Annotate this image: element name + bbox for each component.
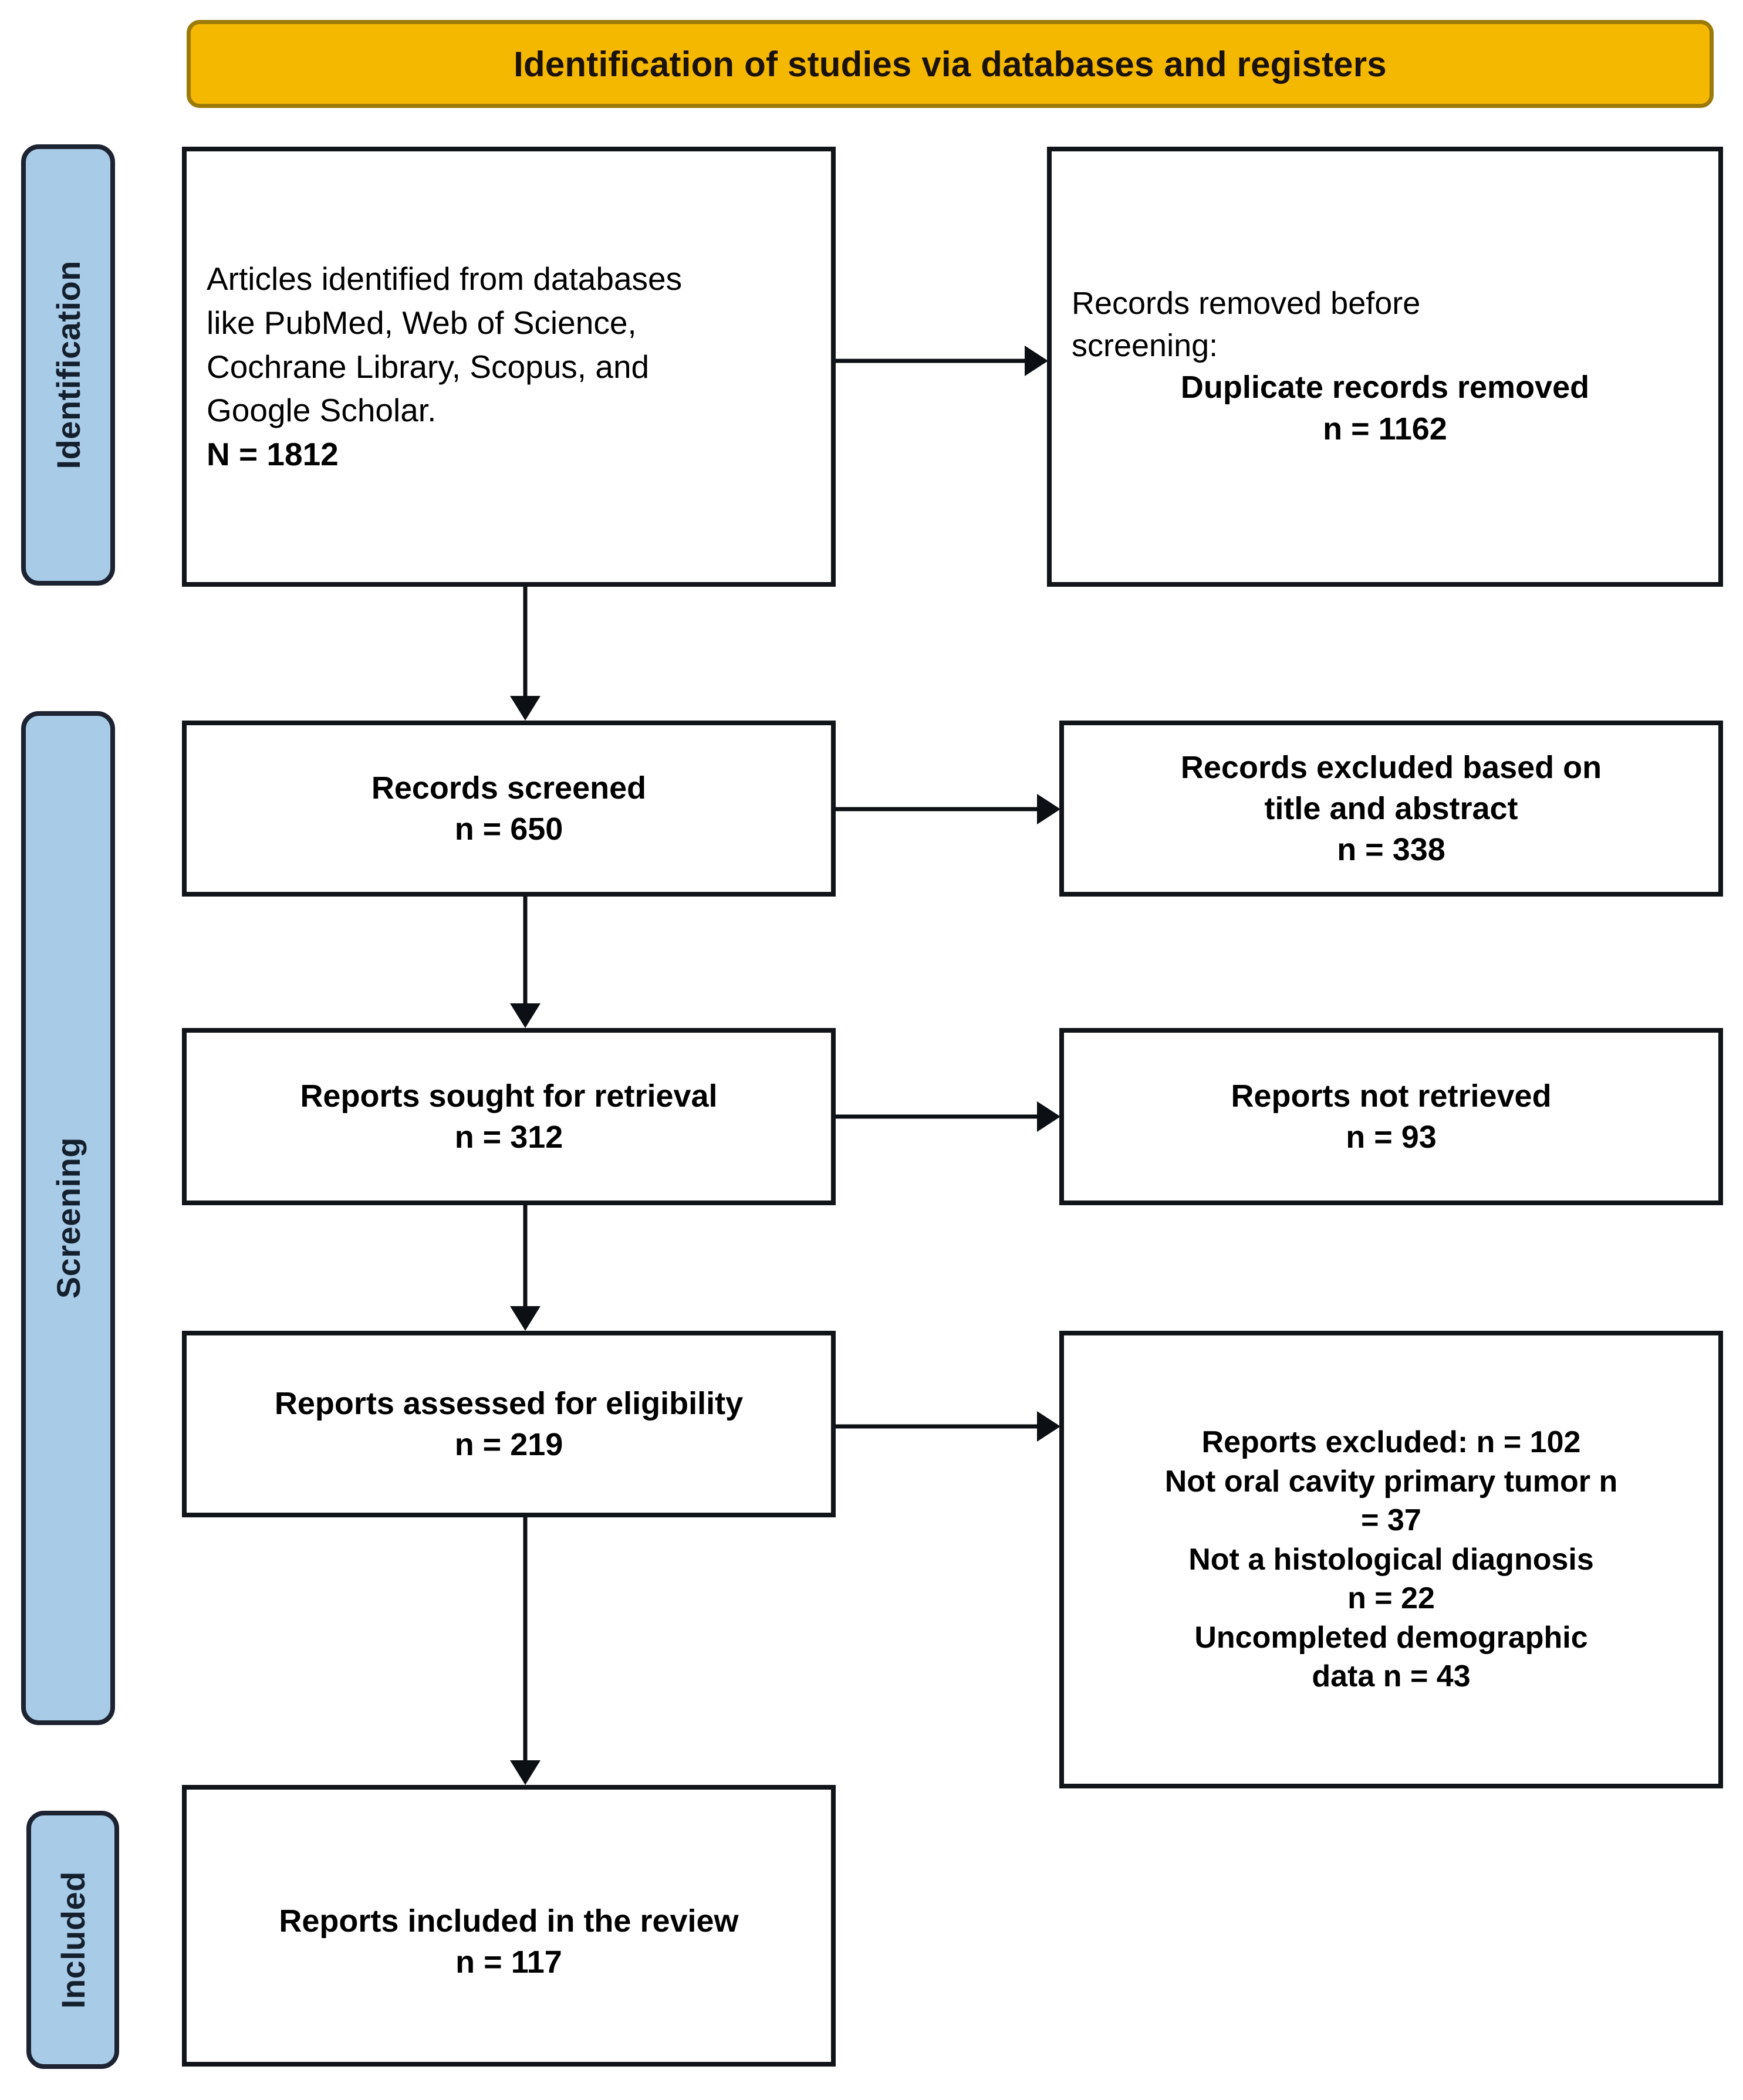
arrow-shaft [523,1205,528,1306]
reports-included-count: n = 117 [455,1945,562,1980]
reports-not-retrieved-count: n = 93 [1346,1120,1437,1155]
records-identified-line-2: like PubMed, Web of Science, [207,304,637,341]
records-removed-heading-line-1: Records removed before [1072,286,1421,322]
exclusion-reason-1-line-1: Not oral cavity primary tumor n [1164,1464,1618,1499]
phase-label-screening: Screening [21,711,115,1725]
arrow-head-down-icon [510,1003,541,1028]
diagram-header-banner: Identification of studies via databases … [187,20,1714,108]
box-records-excluded-title-abstract: Records excluded based on title and abst… [1059,721,1723,897]
exclusion-reason-3-line-1: Uncompleted demographic [1194,1620,1588,1655]
records-identified-line-1: Articles identified from databases [207,261,683,297]
arrow-shaft [523,587,528,696]
box-records-identified: Articles identified from databases like … [182,147,836,587]
reports-excluded-total: Reports excluded: n = 102 [1201,1425,1581,1460]
arrow-screened-to-excluded [836,793,1060,825]
arrow-identified-to-screened [505,587,546,721]
exclusion-reason-1-line-2: = 37 [1361,1503,1421,1538]
arrow-identified-to-removed [836,345,1048,377]
arrow-head-right-icon [1037,1101,1060,1132]
box-reports-excluded-with-reasons: Reports excluded: n = 102 Not oral cavit… [1059,1331,1723,1788]
exclusion-reason-2-line-2: n = 22 [1347,1581,1435,1616]
arrow-head-right-icon [1037,794,1060,824]
phase-label-identification: Identification [21,144,115,586]
phase-label-identification-text: Identification [49,261,87,469]
arrow-shaft [523,1517,528,1760]
arrow-sought-to-assessed [505,1205,546,1331]
records-screened-label: Records screened [371,770,647,806]
arrow-shaft [836,1424,1037,1429]
box-reports-included-in-review: Reports included in the review n = 117 [182,1785,836,2067]
reports-assessed-label: Reports assessed for eligibility [274,1385,744,1421]
phase-label-included-text: Included [54,1871,92,2009]
arrow-head-down-icon [510,1306,541,1331]
arrow-head-down-icon [510,696,541,721]
records-excluded-line-2: title and abstract [1264,790,1518,826]
reports-sought-label: Reports sought for retrieval [300,1078,718,1114]
box-reports-sought-for-retrieval: Reports sought for retrieval n = 312 [182,1028,836,1205]
arrow-head-down-icon [510,1760,541,1785]
reports-not-retrieved-label: Reports not retrieved [1231,1078,1552,1114]
reports-assessed-count: n = 219 [454,1427,563,1462]
box-reports-assessed-for-eligibility: Reports assessed for eligibility n = 219 [182,1331,836,1517]
exclusion-reason-2-line-1: Not a histological diagnosis [1188,1542,1594,1577]
duplicate-records-removed-count: n = 1162 [1323,411,1447,447]
phase-label-screening-text: Screening [49,1137,87,1299]
reports-sought-count: n = 312 [454,1120,563,1155]
exclusion-reason-3-line-2: data n = 43 [1312,1659,1471,1694]
arrow-shaft [523,897,528,1003]
box-reports-not-retrieved: Reports not retrieved n = 93 [1059,1028,1723,1205]
duplicate-records-removed-label: Duplicate records removed [1180,370,1590,405]
records-excluded-line-1: Records excluded based on [1180,749,1602,785]
arrow-screened-to-sought [505,897,546,1028]
records-identified-line-3: Cochrane Library, Scopus, and [207,348,650,385]
box-records-removed-before-screening: Records removed before screening: Duplic… [1047,147,1723,587]
records-removed-heading-line-2: screening: [1072,327,1218,363]
banner-title: Identification of studies via databases … [514,44,1387,84]
phase-label-included: Included [26,1811,119,2069]
arrow-assessed-to-included [505,1517,546,1785]
arrow-assessed-to-excluded-reasons [836,1411,1060,1442]
arrow-shaft [836,1114,1037,1119]
records-identified-count: N = 1812 [207,436,339,473]
box-records-screened: Records screened n = 650 [182,721,836,897]
arrow-head-right-icon [1037,1411,1060,1442]
reports-included-label: Reports included in the review [279,1903,739,1939]
arrow-head-right-icon [1025,346,1048,376]
arrow-shaft [836,807,1037,811]
arrow-sought-to-not-retrieved [836,1101,1060,1132]
records-excluded-count: n = 338 [1337,832,1445,868]
arrow-shaft [836,359,1025,363]
records-screened-count: n = 650 [454,811,563,847]
records-identified-line-4: Google Scholar. [207,392,437,429]
